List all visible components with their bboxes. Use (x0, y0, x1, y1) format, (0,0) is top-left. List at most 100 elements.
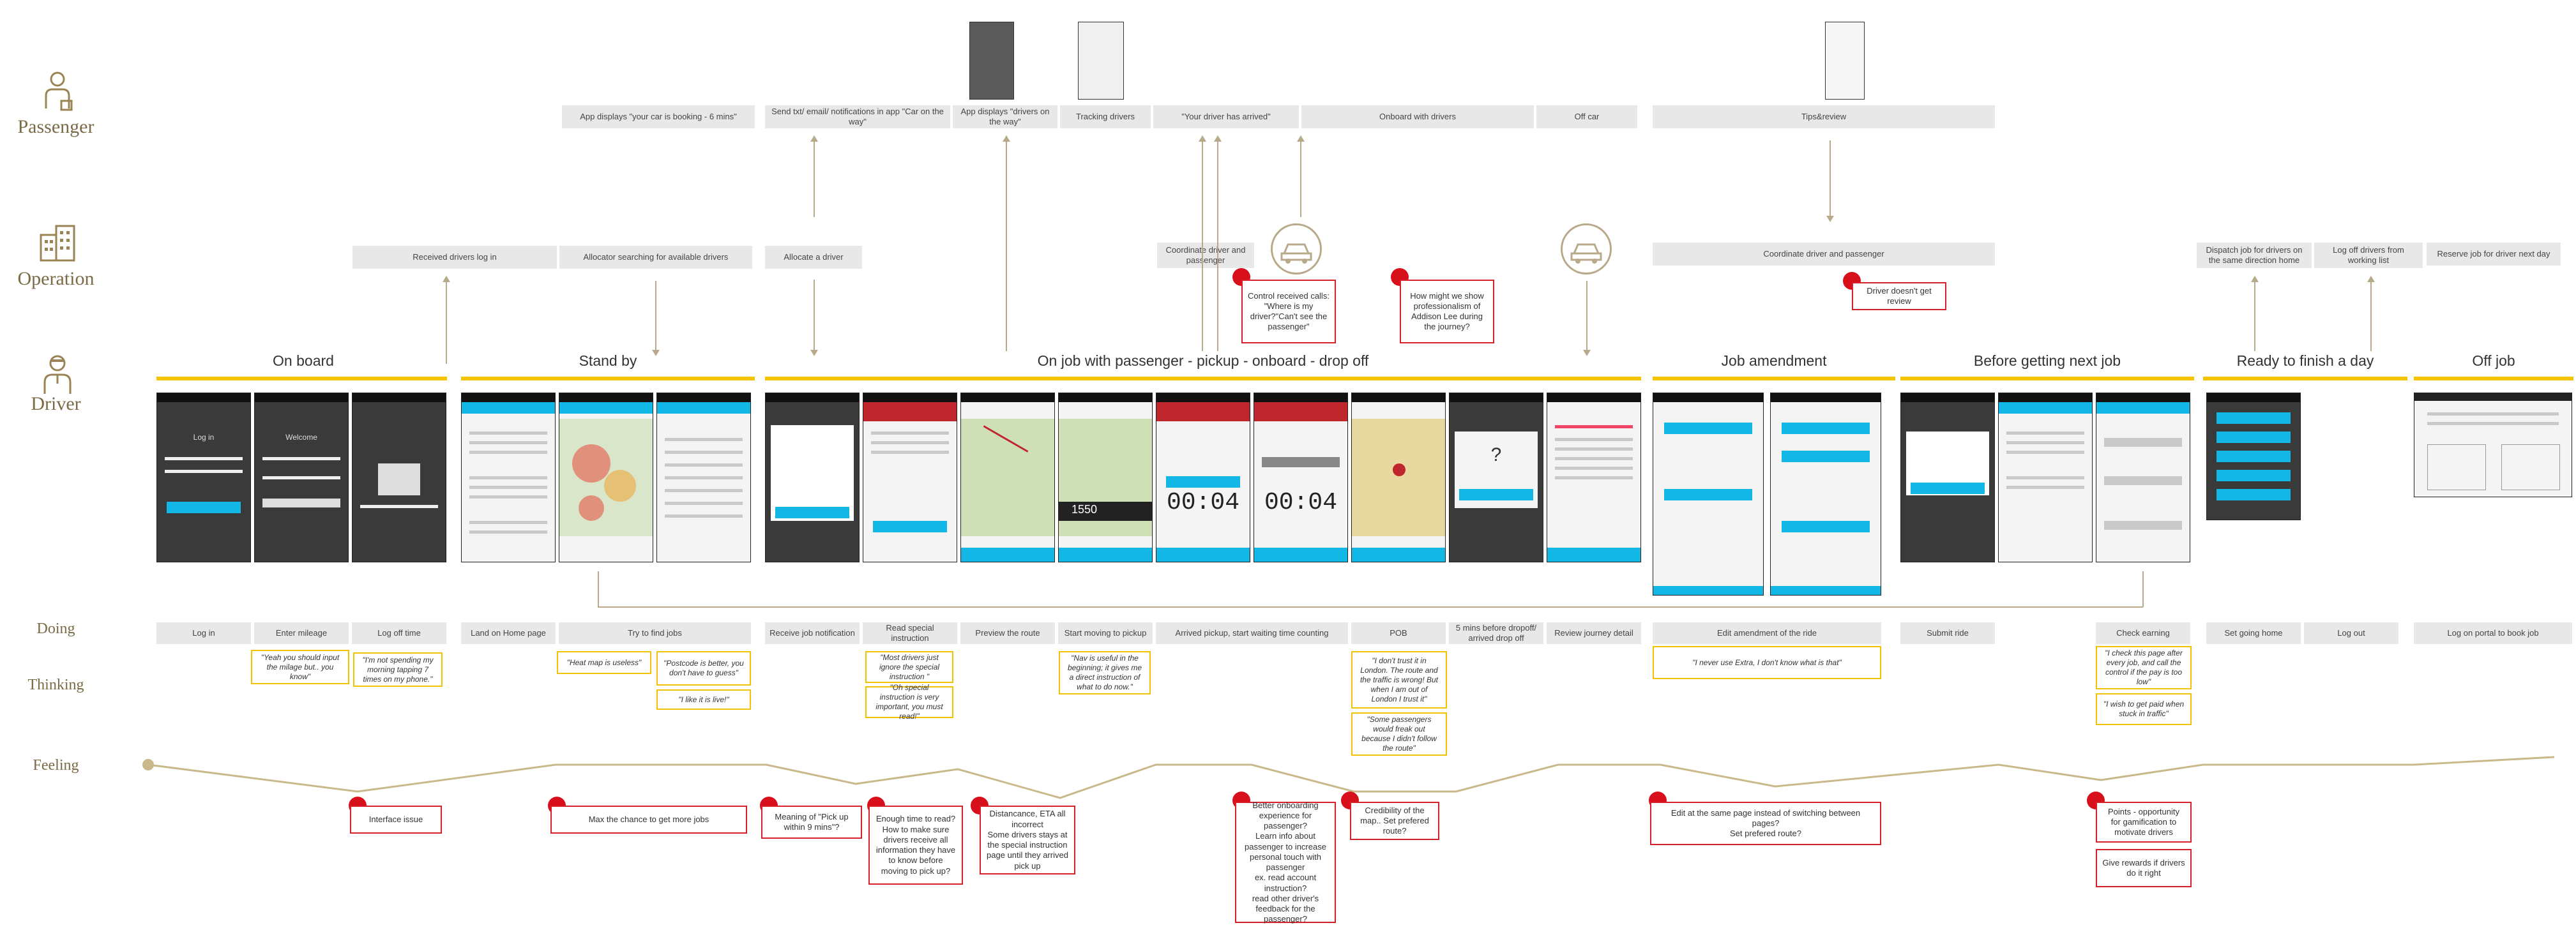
lane-label-driver: Driver (31, 393, 81, 414)
connector-arrow (1003, 135, 1010, 351)
passenger-step: Send txt/ email/ notifications in app "C… (765, 105, 950, 128)
app-screen-finish (2206, 393, 2301, 520)
loop-back-line (598, 571, 599, 607)
passenger-step: App displays "drivers on the way" (953, 105, 1057, 128)
doing-step: Arrived pickup, start waiting time count… (1156, 622, 1348, 644)
feeling-pain-point: Points - opportunity for gamification to… (2096, 802, 2192, 843)
doing-step: Try to find jobs (559, 622, 751, 644)
app-screen-welcome: Welcome (254, 393, 349, 562)
lane-label-passenger: Passenger (17, 116, 95, 137)
connector-arrow (1826, 140, 1834, 222)
passenger-step: Tracking drivers (1060, 105, 1151, 128)
phase-title: Off job (2472, 352, 2515, 369)
passenger-step: Off car (1536, 105, 1637, 128)
doing-step: Land on Home page (461, 622, 556, 644)
feeling-pain-point: Interface issue (350, 806, 442, 834)
doing-step: Start moving to pickup (1058, 622, 1153, 644)
thinking-quote: "I never use Extra, I don't know what is… (1653, 646, 1881, 679)
app-screen-portal (2414, 393, 2572, 497)
connector-arrow (2367, 276, 2375, 351)
phase-title: Stand by (579, 352, 637, 369)
operation-pain-point: How might we show professionalism of Add… (1400, 280, 1494, 343)
phase-title: Ready to finish a day (2236, 352, 2374, 369)
app-screen-amendment (1653, 393, 1764, 596)
phase-title: Job amendment (1721, 352, 1827, 369)
thinking-quote: "I'm not spending my morning tapping 7 t… (353, 652, 443, 687)
feeling-pain-point: Give rewards if drivers do it right (2096, 849, 2192, 887)
doing-step: Log out (2304, 622, 2398, 644)
connector-arrow (1199, 135, 1206, 351)
connector-arrow (1583, 281, 1591, 356)
passenger-step: "Your driver has arrived" (1153, 105, 1299, 128)
feeling-pain-point: Distancance, ETA all incorrect Some driv… (980, 806, 1075, 875)
feeling-pain-point: Edit at the same page instead of switchi… (1650, 802, 1881, 845)
connector-arrow (2251, 276, 2259, 351)
feeling-pain-point: Better onboarding experience for passeng… (1235, 800, 1336, 924)
passenger-icon (38, 70, 77, 118)
waiting-timer: 00:04 (1166, 489, 1240, 516)
app-screen-submit (1900, 393, 1995, 562)
doing-step: Log off time (352, 622, 446, 644)
passenger-phone-thumbnail (969, 22, 1014, 100)
doing-step: POB (1351, 622, 1446, 644)
passenger-step: Onboard with drivers (1301, 105, 1534, 128)
doing-step: Check earning (2096, 622, 2190, 644)
thinking-quote: "I check this page after every job, and … (2096, 646, 2192, 689)
operation-step: Allocator searching for available driver… (559, 246, 752, 269)
operation-step: Log off drivers from working list (2314, 243, 2423, 268)
car-icon (1561, 223, 1612, 274)
app-screen-home (461, 393, 556, 562)
doing-step: Receive job notification (765, 622, 860, 644)
doing-step: Edit amendment of the ride (1653, 622, 1881, 644)
app-screen-journey-detail (1547, 393, 1641, 562)
passenger-step: App displays "your car is booking - 6 mi… (562, 105, 755, 128)
thinking-quote: "Yeah you should input the milage but.. … (251, 650, 349, 684)
phase-title: On job with passenger - pickup - onboard… (1037, 352, 1369, 369)
operation-step: Received drivers log in (352, 246, 557, 269)
thinking-quote: "Heat map is useless" (557, 651, 651, 674)
app-screen-heatmap (559, 393, 653, 562)
app-screen-pob-map (1351, 393, 1446, 562)
app-screen-navigation: 1550 (1058, 393, 1153, 562)
operation-step: Coordinate driver and passenger (1157, 243, 1254, 268)
app-screen-arrived: 00:04 (1156, 393, 1250, 562)
feeling-pain-point: Credibility of the map.. Set prefered ro… (1350, 802, 1439, 840)
doing-step: Submit ride (1900, 622, 1995, 644)
doing-step: Set going home (2206, 622, 2301, 644)
question-mark: ? (1490, 444, 1502, 465)
thinking-quote: "Oh special instruction is very importan… (865, 683, 953, 721)
loop-back-line (2142, 571, 2144, 607)
phase-bar (1653, 377, 1895, 380)
connector-arrow (652, 281, 660, 356)
app-screen-special-instruction (863, 393, 957, 562)
doing-step: Review journey detail (1547, 622, 1641, 644)
feeling-pain-point: Enough time to read? How to make sure dr… (868, 806, 963, 885)
waiting-timer: 00:04 (1264, 489, 1338, 516)
operation-step: Dispatch job for drivers on the same dir… (2197, 243, 2312, 268)
connector-arrow (810, 280, 818, 356)
connector-arrow (1297, 135, 1305, 217)
app-screen-zone-list (656, 393, 751, 562)
phase-title: Before getting next job (1973, 352, 2121, 369)
operation-pain-point: Driver doesn't get review (1852, 282, 1946, 310)
doing-step: Log on portal to book job (2414, 622, 2572, 644)
phase-bar (2203, 377, 2407, 380)
thinking-quote: "I like it is live!" (656, 689, 751, 710)
phase-bar (765, 377, 1641, 380)
phase-bar (1900, 377, 2194, 380)
doing-step: 5 mins before dropoff/ arrived drop off (1449, 622, 1543, 644)
phase-title: On board (273, 352, 334, 369)
operation-step: Reserve job for driver next day (2427, 243, 2561, 266)
app-screen-job-notification (765, 393, 860, 562)
operation-pain-point: Control received calls: "Where is my dri… (1241, 280, 1336, 343)
lane-label-feeling: Feeling (33, 757, 79, 774)
app-screen-route-preview (960, 393, 1055, 562)
connector-arrow (443, 276, 450, 364)
thinking-quote: "Nav is useful in the beginning; it give… (1059, 651, 1151, 694)
operation-step: Coordinate driver and passenger (1653, 243, 1995, 266)
screen-title: Log in (193, 433, 215, 442)
feeling-pain-point: Max the chance to get more jobs (550, 806, 747, 834)
doing-step: Read special instruction (863, 622, 957, 644)
phase-bar (2414, 377, 2573, 380)
